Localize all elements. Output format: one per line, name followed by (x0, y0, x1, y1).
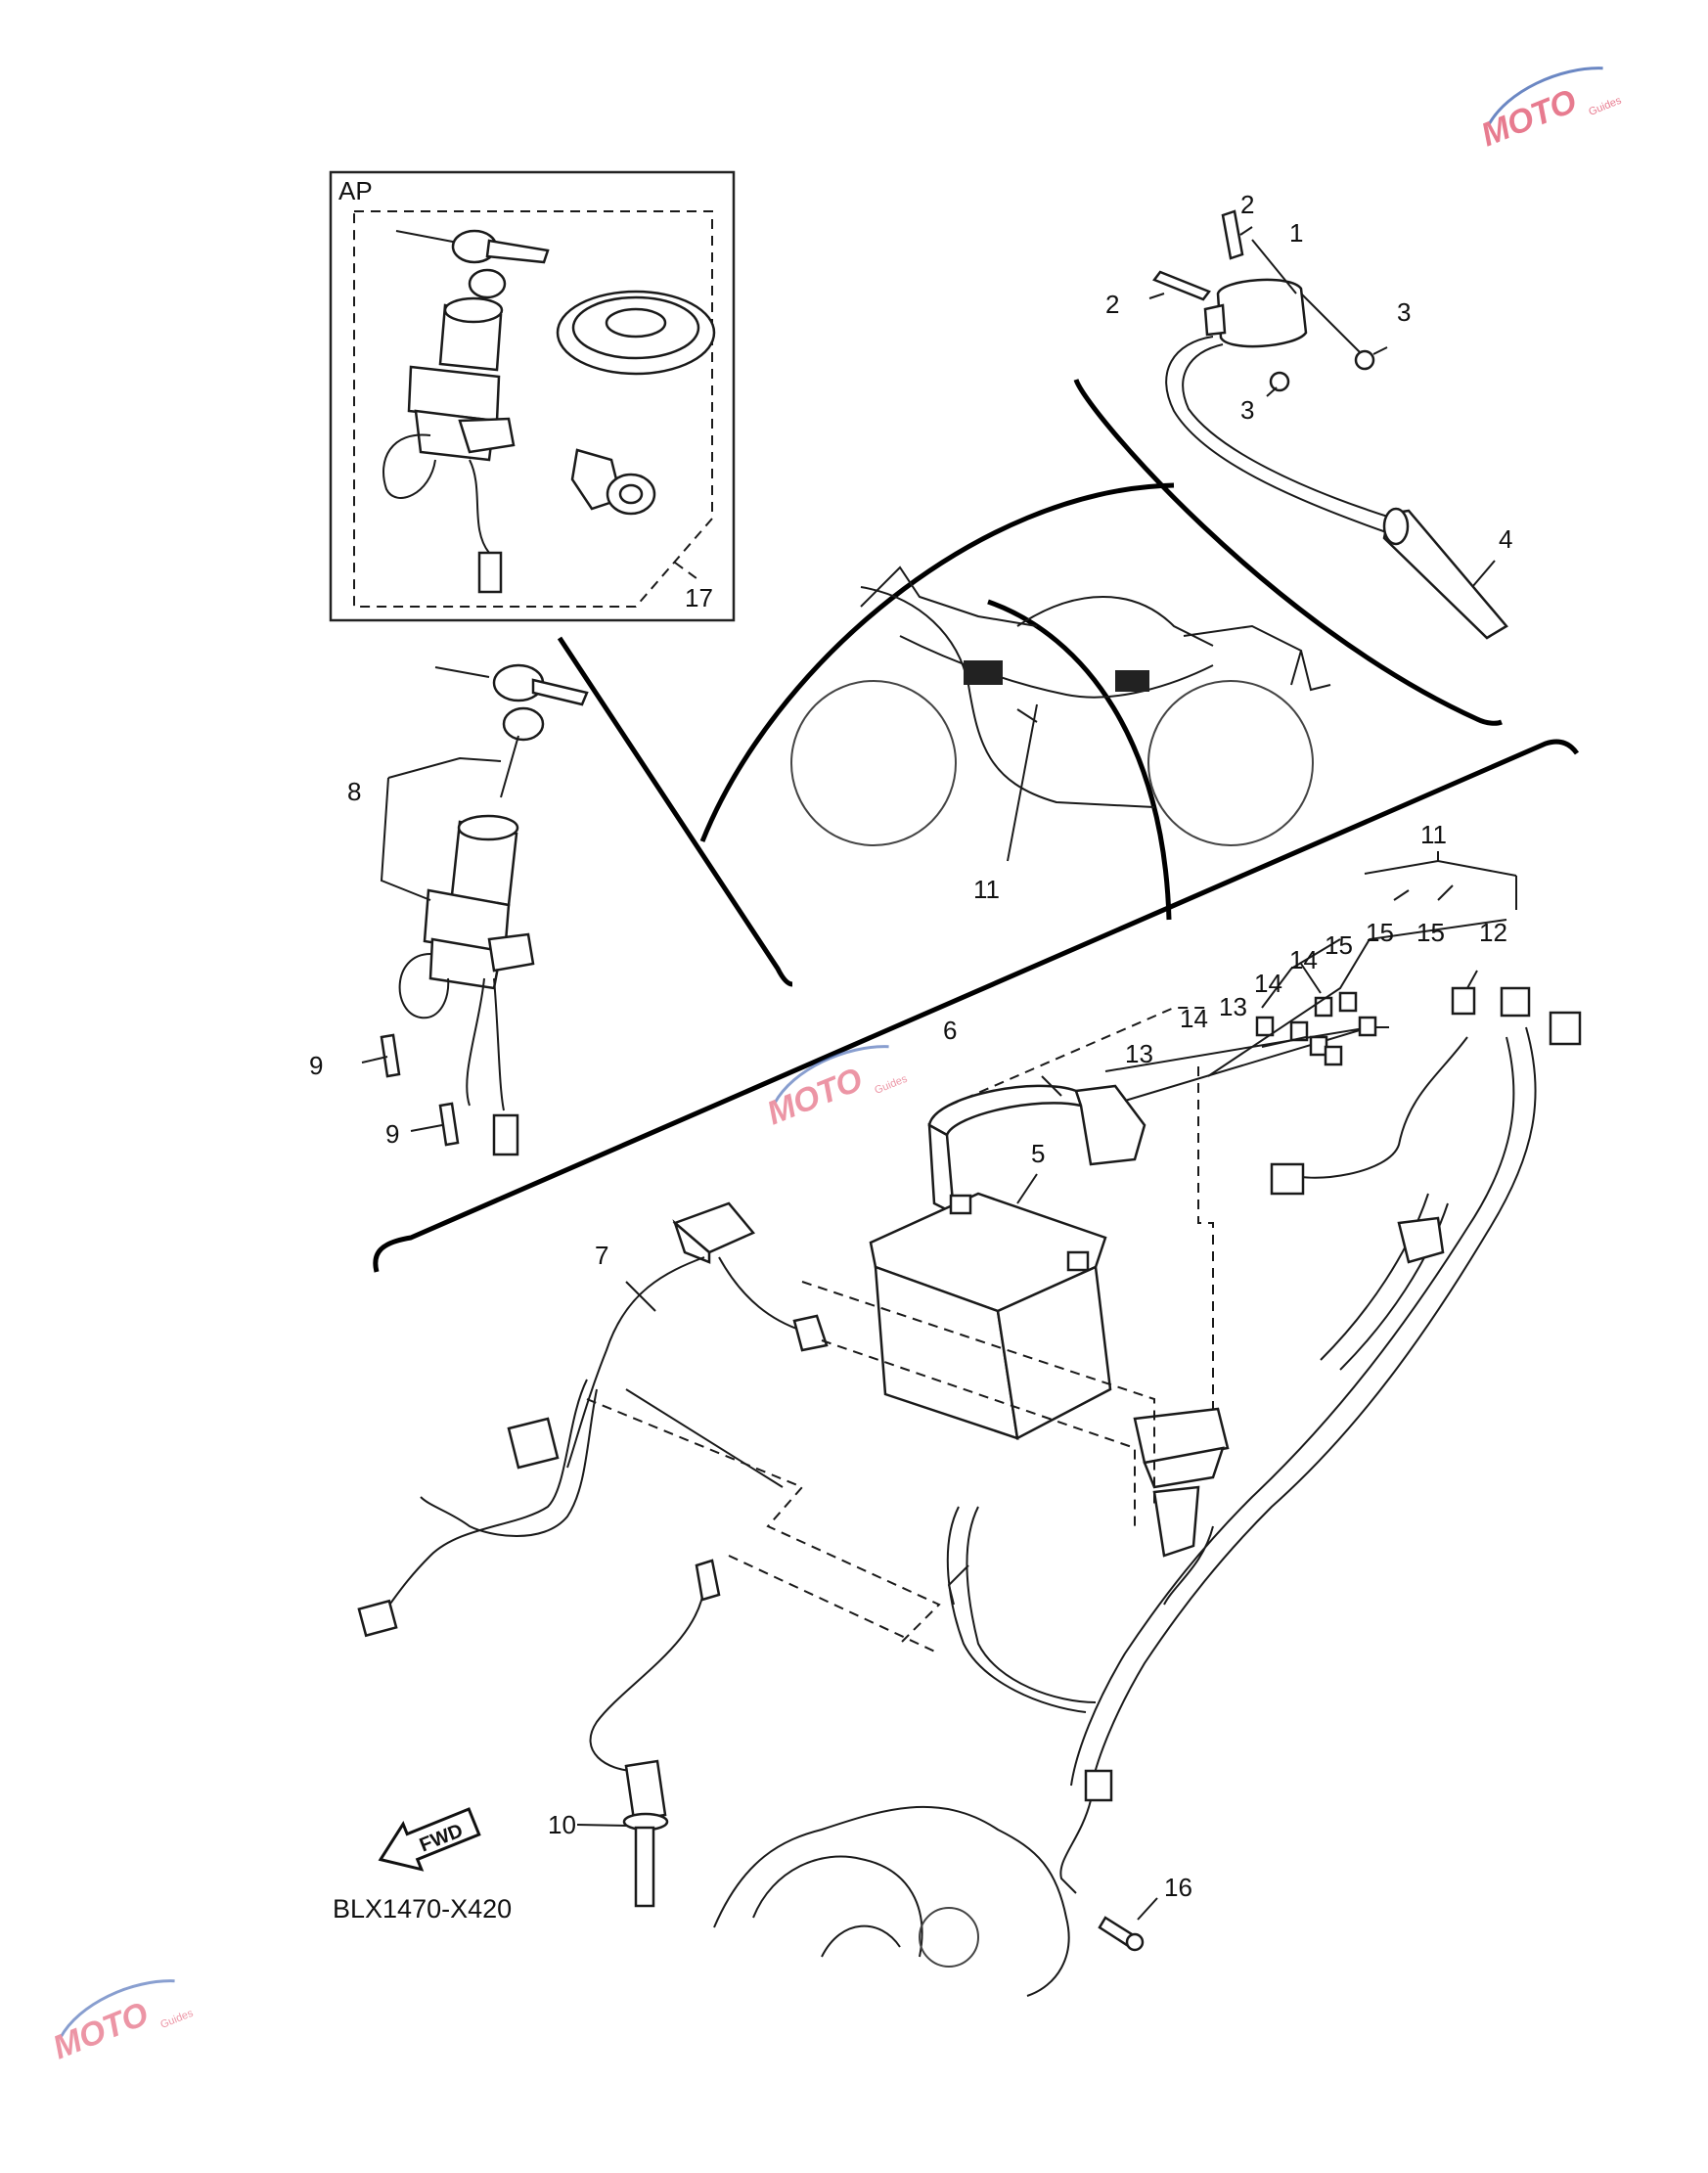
section-outline-coil (1073, 379, 1503, 726)
inset-key-set (395, 229, 550, 299)
callout-3-right: 3 (1397, 297, 1411, 327)
svg-text:Guides: Guides (1587, 94, 1623, 117)
bike-pointer (987, 599, 1172, 921)
leader-lines (361, 226, 1517, 1921)
callout-15-b: 15 (1366, 918, 1394, 947)
section-outline-lower (373, 739, 1580, 1273)
inset-fuel-cap (556, 290, 716, 376)
callout-3-bottom: 3 (1240, 395, 1254, 425)
callout-11-fuses: 11 (1420, 820, 1447, 849)
callout-4: 4 (1499, 524, 1512, 554)
inset-label: AP (338, 176, 373, 205)
watermark-bottom-left: MOTO Guides (48, 1979, 196, 2066)
fwd-arrow: FWD (378, 1807, 481, 1872)
callout-17: 17 (685, 583, 713, 612)
callout-7: 7 (595, 1241, 608, 1270)
callout-15-a: 15 (1325, 930, 1353, 960)
callout-14-c: 14 (1180, 1004, 1208, 1033)
svg-text:MOTO: MOTO (48, 1995, 154, 2066)
bike-outline-arc (699, 482, 1175, 842)
wire-harness-11 (946, 1026, 1537, 1894)
callout-14-a: 14 (1289, 945, 1318, 974)
motorcycle-silhouette (790, 566, 1331, 862)
svg-text:MOTO: MOTO (762, 1061, 868, 1132)
bolt-16 (1098, 1916, 1145, 1952)
callout-8: 8 (347, 777, 361, 806)
ignition-coil-group (1152, 209, 1508, 640)
callout-9-left: 9 (309, 1051, 323, 1080)
inset-ap: AP 17 (329, 170, 736, 622)
reference-lines (586, 1007, 1214, 1654)
callout-14-b: 14 (1254, 969, 1282, 998)
callout-labels: 1 2 2 3 3 4 5 6 7 8 9 9 10 11 11 12 13 1… (309, 190, 1512, 1902)
inset-seat-lock (570, 448, 656, 516)
battery-5 (869, 1192, 1112, 1440)
callout-9-bottom: 9 (385, 1119, 399, 1149)
callout-12: 12 (1479, 918, 1507, 947)
svg-text:Guides: Guides (873, 1072, 909, 1096)
callout-15-c: 15 (1416, 918, 1445, 947)
callout-11-bike: 11 (973, 875, 1000, 904)
inset-main-switch (382, 296, 516, 594)
callout-13-upper: 13 (1219, 992, 1247, 1021)
diagram-code: BLX1470-X420 (333, 1894, 512, 1924)
watermark-top-right: MOTO Guides (1476, 67, 1624, 154)
main-switch-group (380, 663, 589, 1156)
callout-5: 5 (1031, 1139, 1045, 1168)
engine-outline (713, 1805, 1070, 1997)
callout-6: 6 (943, 1016, 957, 1045)
svg-text:MOTO: MOTO (1476, 82, 1582, 154)
section-outline-ignition (557, 636, 793, 987)
callout-2-left: 2 (1105, 290, 1119, 319)
sensor-10 (589, 1559, 721, 1908)
svg-text:Guides: Guides (158, 2007, 195, 2030)
callout-2-top: 2 (1240, 190, 1254, 219)
callout-1: 1 (1289, 218, 1303, 248)
callout-10: 10 (548, 1810, 576, 1839)
callout-13-lower: 13 (1125, 1039, 1153, 1068)
sub-harness-7 (357, 1201, 829, 1638)
watermark-center: MOTO Guides (762, 1045, 910, 1132)
fuse-set (1104, 919, 1582, 1102)
callout-16: 16 (1164, 1873, 1192, 1902)
